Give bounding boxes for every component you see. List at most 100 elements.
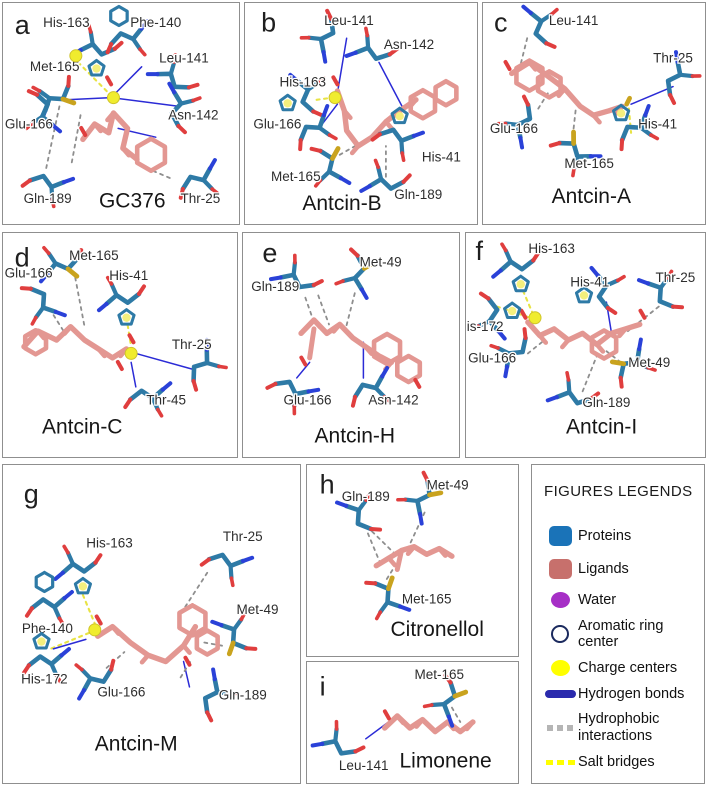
stick bbox=[77, 688, 87, 701]
hydrophobic-interaction-line bbox=[74, 276, 86, 328]
stick bbox=[619, 138, 625, 152]
stick bbox=[338, 176, 352, 185]
panel-letter: c bbox=[494, 8, 508, 38]
residue-label: Gln-189 bbox=[251, 279, 299, 294]
stick bbox=[118, 346, 129, 359]
stick bbox=[139, 19, 150, 31]
hydrophobic-interaction-line bbox=[345, 292, 356, 328]
stick bbox=[503, 121, 520, 127]
residue-backbone bbox=[441, 680, 458, 719]
residue-label: Met-49 bbox=[628, 355, 670, 370]
stick bbox=[635, 360, 651, 370]
stick bbox=[105, 42, 114, 55]
stick bbox=[37, 88, 52, 101]
stick bbox=[589, 265, 600, 278]
residue-backbone bbox=[128, 387, 166, 402]
stick bbox=[31, 85, 42, 93]
legend-icon-cell bbox=[542, 625, 578, 644]
stick bbox=[109, 281, 119, 298]
residue-his-41 bbox=[611, 103, 660, 152]
stick bbox=[60, 96, 77, 106]
stick bbox=[387, 47, 399, 57]
stick bbox=[638, 308, 647, 320]
residue-leu-141 bbox=[145, 53, 200, 90]
residue-label: Met-49 bbox=[360, 254, 402, 269]
stick bbox=[349, 247, 360, 258]
stick bbox=[26, 89, 40, 97]
legend-item-label: Salt bridges bbox=[578, 753, 655, 770]
stick bbox=[231, 617, 244, 632]
salt-bridge-line bbox=[315, 96, 334, 101]
residue-backbone bbox=[343, 503, 374, 532]
panel-f: His-163His-41Thr-25His-172Glu-166Met-49G… bbox=[465, 232, 706, 458]
residue-label: Glu-166 bbox=[5, 116, 53, 131]
charge-center bbox=[106, 91, 120, 105]
stick bbox=[79, 126, 88, 137]
residue-asn-142 bbox=[350, 365, 392, 408]
hydrogen-bond-line bbox=[110, 96, 180, 108]
stick bbox=[349, 143, 361, 156]
stick bbox=[306, 35, 324, 42]
stick bbox=[427, 490, 444, 498]
stick bbox=[364, 580, 378, 586]
stick bbox=[545, 395, 559, 403]
stick bbox=[489, 343, 500, 350]
residue-leu-141 bbox=[521, 4, 559, 49]
charge-center bbox=[124, 346, 138, 360]
residue-backbone bbox=[44, 256, 80, 277]
residue-backbone bbox=[318, 16, 336, 55]
legend-item-label: Water bbox=[578, 592, 617, 608]
residue-leu-141 bbox=[299, 8, 336, 64]
residue-backbone bbox=[318, 148, 344, 181]
residue-backbone bbox=[618, 346, 642, 381]
stick bbox=[403, 497, 420, 504]
ligand-branch bbox=[394, 548, 404, 572]
residue-met-165 bbox=[364, 575, 412, 621]
residue-gln-189 bbox=[359, 158, 412, 193]
stick bbox=[342, 108, 353, 121]
stick bbox=[136, 284, 146, 296]
stick bbox=[115, 360, 124, 372]
residue-backbone bbox=[595, 273, 611, 311]
residue-thr-45 bbox=[123, 381, 173, 418]
legend-item-label: Charge centers bbox=[578, 660, 678, 677]
residue-backbone bbox=[202, 676, 220, 715]
panel-letter: f bbox=[476, 236, 484, 266]
stick bbox=[364, 492, 372, 503]
stick bbox=[20, 178, 32, 188]
residue-glu-166 bbox=[496, 94, 533, 150]
residue-backbone bbox=[665, 59, 683, 98]
stick bbox=[418, 511, 424, 526]
residue-glu-166 bbox=[19, 286, 67, 326]
panel-letter: b bbox=[261, 8, 276, 38]
panel-letter: a bbox=[15, 10, 31, 40]
residue-asn-142 bbox=[167, 81, 202, 135]
stick bbox=[544, 41, 557, 49]
stick bbox=[571, 166, 576, 178]
aromatic-ring-center-swatch bbox=[551, 625, 569, 644]
residue-label: Glu-166 bbox=[97, 684, 145, 699]
stick bbox=[335, 500, 349, 508]
residue-backbone bbox=[108, 26, 144, 47]
stick bbox=[306, 387, 321, 394]
stick bbox=[240, 555, 255, 564]
stick bbox=[205, 710, 214, 723]
residue-glu-166 bbox=[24, 89, 63, 134]
salt-bridges-swatch bbox=[545, 759, 575, 765]
stick bbox=[316, 76, 326, 85]
stick bbox=[398, 604, 412, 612]
residue-gln-189 bbox=[20, 173, 76, 209]
residue-backbone bbox=[104, 291, 142, 307]
stick bbox=[201, 178, 215, 192]
residue-met-165 bbox=[38, 245, 84, 284]
residue-label: Asn-142 bbox=[168, 108, 218, 123]
residue-label: Glu-166 bbox=[283, 393, 331, 408]
panel-c-molecular-view: Leu-141Thr-25Glu-166Met-165His-41cAntcin… bbox=[489, 4, 702, 209]
stick bbox=[168, 59, 177, 76]
residue-met-165 bbox=[548, 129, 603, 178]
hydrophobic-interaction-line bbox=[145, 167, 174, 180]
